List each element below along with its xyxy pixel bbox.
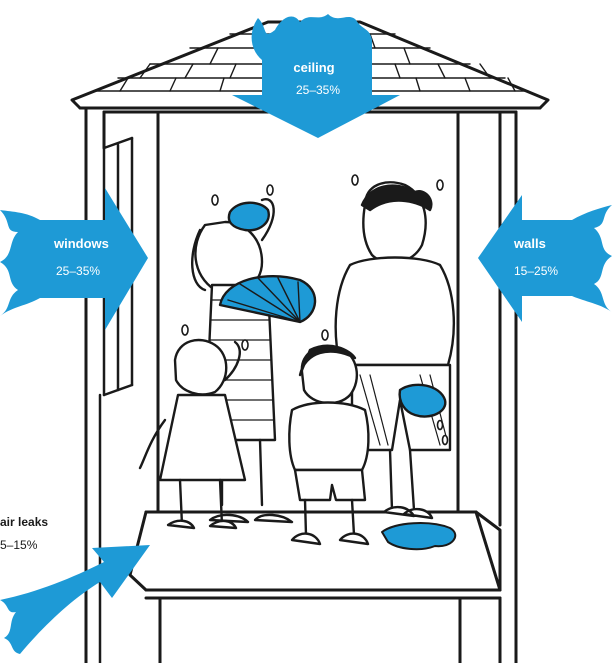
ceiling-label: ceiling — [293, 60, 334, 75]
walls-label: walls — [513, 236, 546, 251]
family-illustration — [140, 175, 454, 544]
air-leaks-range: 5–15% — [0, 538, 38, 552]
floor — [130, 512, 516, 663]
ceiling-range: 25–35% — [296, 83, 340, 97]
towel — [400, 385, 446, 417]
ice-pack — [229, 203, 269, 231]
sweat-puddle — [382, 523, 455, 549]
walls-range: 15–25% — [514, 264, 558, 278]
windows-range: 25–35% — [56, 264, 100, 278]
windows-label: windows — [53, 236, 109, 251]
air-leaks-arrow — [0, 545, 150, 654]
windows-arrow: windows 25–35% — [0, 188, 148, 330]
air-leaks-label: air leaks — [0, 515, 48, 529]
walls-arrow: walls 15–25% — [478, 195, 612, 322]
